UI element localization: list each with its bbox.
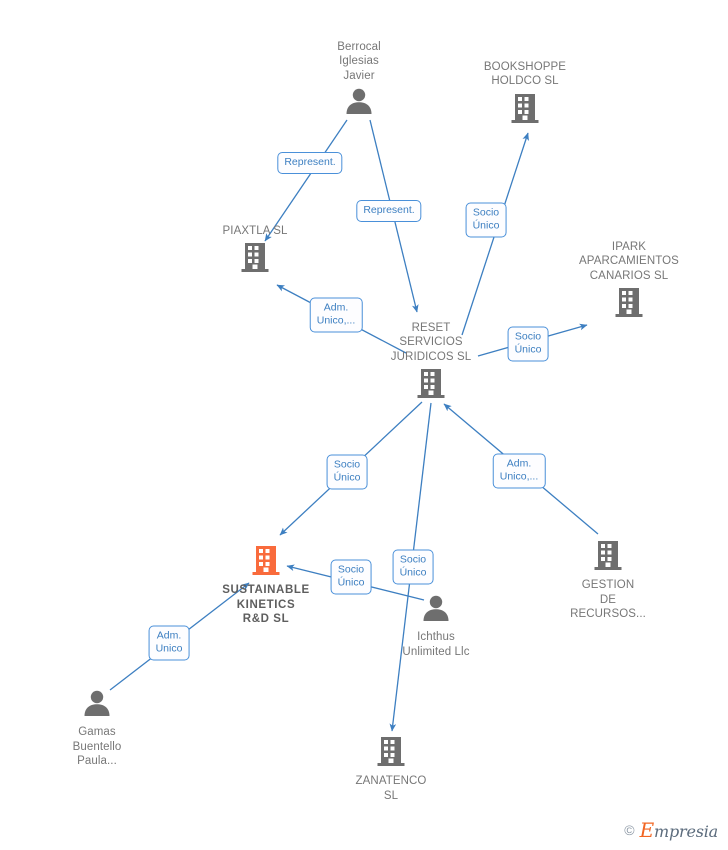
edge-label-e2[interactable]: Represent.	[356, 200, 422, 222]
node-ichthus[interactable]: Ichthus Unlimited Llc	[366, 593, 506, 660]
node-label: PIAXTLA SL	[222, 224, 288, 237]
brand-rest: mpresia	[654, 822, 718, 841]
building-icon	[252, 545, 280, 575]
edge-label-e8[interactable]: Adm. Unico,...	[492, 453, 546, 489]
building-icon	[361, 367, 501, 404]
edge-label-e5[interactable]: Socio Único	[507, 326, 549, 362]
node-label: Ichthus Unlimited Llc	[402, 631, 470, 658]
edge-label-e7[interactable]: Socio Único	[392, 549, 434, 585]
building-icon	[196, 544, 336, 581]
node-reset[interactable]: RESET SERVICIOS JURIDICOS SL	[361, 321, 501, 404]
node-ipark[interactable]: IPARK APARCAMIENTOS CANARIOS SL	[559, 240, 699, 323]
edge-label-e3[interactable]: Socio Único	[465, 202, 507, 238]
empresia-watermark: © Empresia	[624, 818, 718, 842]
edge-label-e9[interactable]: Socio Único	[330, 559, 372, 595]
person-icon	[27, 688, 167, 723]
node-bookshoppe[interactable]: BOOKSHOPPE HOLDCO SL	[455, 60, 595, 129]
node-berrocal[interactable]: Berrocal Iglesias Javier	[289, 40, 429, 121]
building-icon	[241, 243, 269, 272]
building-icon	[417, 369, 445, 398]
brand-name: Empresia	[639, 818, 719, 842]
building-icon	[455, 92, 595, 129]
node-piaxtla[interactable]: PIAXTLA SL	[185, 224, 325, 278]
node-label: BOOKSHOPPE HOLDCO SL	[483, 60, 567, 88]
building-icon	[377, 736, 405, 766]
person-icon	[289, 86, 429, 121]
building-icon	[321, 735, 461, 772]
building-icon	[185, 241, 325, 278]
edge-label-e1[interactable]: Represent.	[277, 152, 343, 174]
node-gamas[interactable]: Gamas Buentello Paula...	[27, 688, 167, 769]
node-label: ZANATENCO SL	[355, 775, 427, 802]
node-label: GESTION DE RECURSOS...	[570, 579, 646, 620]
edge-label-e10[interactable]: Adm. Unico	[148, 625, 190, 661]
edge-label-e4[interactable]: Adm. Unico,...	[309, 297, 363, 333]
person-icon	[84, 690, 110, 716]
node-label: IPARK APARCAMIENTOS CANARIOS SL	[579, 240, 679, 282]
building-icon	[538, 539, 678, 576]
node-label: SUSTAINABLE KINETICS R&D SL	[222, 584, 310, 625]
edge-label-e6[interactable]: Socio Único	[326, 454, 368, 490]
node-zanatenco[interactable]: ZANATENCO SL	[321, 735, 461, 804]
copyright-icon: ©	[624, 822, 635, 838]
building-icon	[615, 288, 643, 317]
node-label: Berrocal Iglesias Javier	[337, 40, 381, 82]
person-icon	[423, 595, 449, 621]
person-icon	[366, 593, 506, 628]
brand-initial: E	[639, 818, 655, 842]
person-icon	[346, 88, 372, 114]
node-label: RESET SERVICIOS JURIDICOS SL	[390, 321, 472, 363]
building-icon	[594, 540, 622, 570]
node-sustainable[interactable]: SUSTAINABLE KINETICS R&D SL	[196, 544, 336, 627]
building-icon	[511, 93, 539, 123]
node-label: Gamas Buentello Paula...	[72, 726, 122, 767]
building-icon	[559, 286, 699, 323]
node-gestion[interactable]: GESTION DE RECURSOS...	[538, 539, 678, 622]
